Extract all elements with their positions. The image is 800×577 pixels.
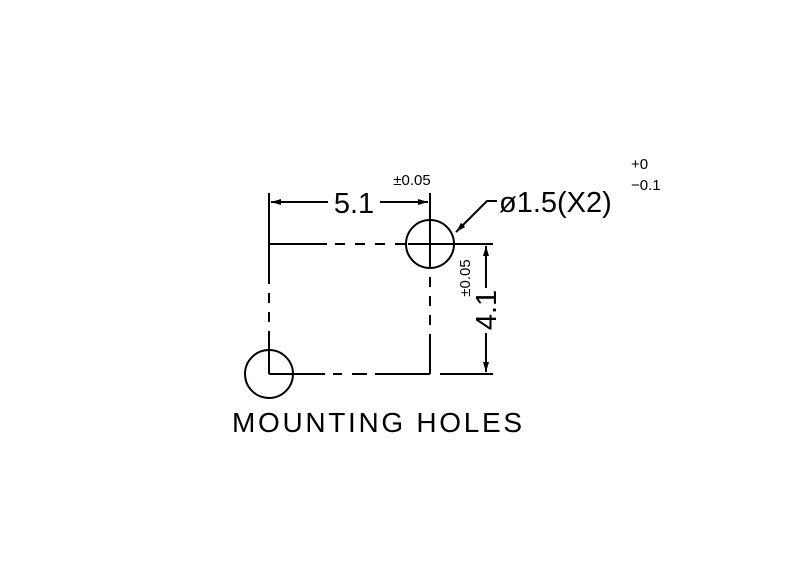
hole-upper-tolerance: +0: [631, 156, 648, 173]
drawing-title: MOUNTING HOLES: [232, 407, 522, 438]
mounting-hole-top-right: [405, 219, 455, 269]
horizontal-dimension-value: 5.1: [334, 188, 374, 220]
vertical-dimension-value: 4.1: [471, 290, 503, 330]
hole-lower-tolerance: −0.1: [631, 177, 661, 194]
hole-diameter-label: ø1.5(X2): [499, 187, 612, 219]
vertical-dimension-tolerance: ±0.05: [457, 259, 474, 296]
hole-pattern-outline: [268, 193, 493, 375]
horizontal-dimension-tolerance: ±0.05: [393, 172, 430, 189]
hole-callout: ø1.5(X2) +0 −0.1: [455, 156, 661, 233]
mounting-hole-bottom-left: [244, 349, 294, 399]
horizontal-dimension: 5.1 ±0.05: [271, 172, 431, 220]
vertical-dimension: 4.1 ±0.05: [457, 246, 503, 372]
